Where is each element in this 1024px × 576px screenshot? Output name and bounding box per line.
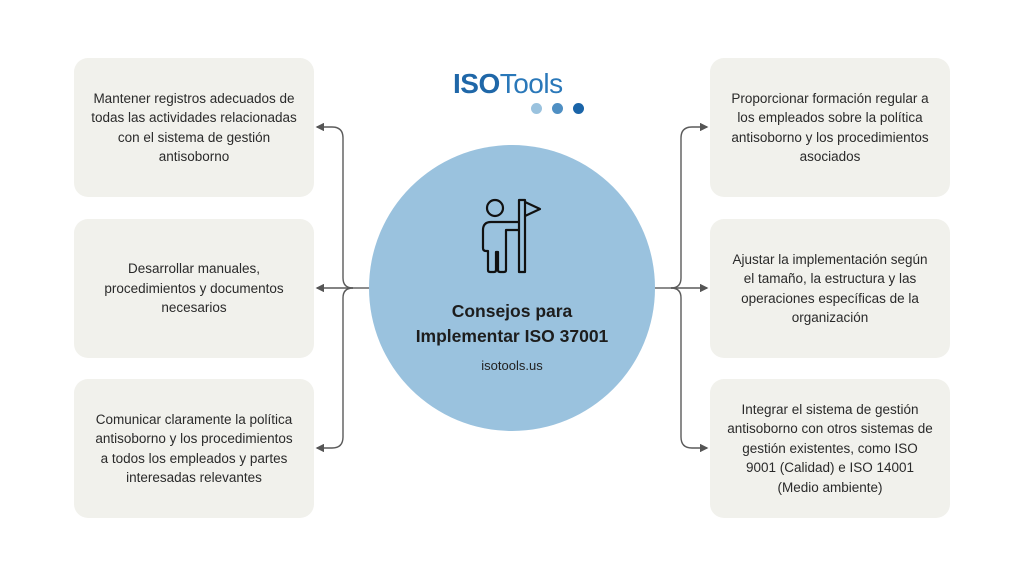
- logo-dot-mid: [552, 103, 563, 114]
- logo-text-bold: ISO: [453, 68, 500, 99]
- center-title-line1: Consejos para: [451, 301, 573, 321]
- tip-text: Mantener registros adecuados de todas la…: [91, 90, 297, 165]
- website-text: isotools.us: [481, 358, 543, 373]
- tip-text: Integrar el sistema de gestión antisobor…: [727, 401, 933, 495]
- tip-box-left-2: Desarrollar manuales, procedimientos y d…: [74, 219, 314, 358]
- center-circle: [369, 145, 655, 431]
- tip-text: Ajustar la implementación según el tamañ…: [732, 251, 928, 326]
- logo-text-light: Tools: [499, 68, 563, 99]
- tip-text: Desarrollar manuales, procedimientos y d…: [104, 261, 284, 316]
- tip-box-left-3: Comunicar claramente la política antisob…: [74, 379, 314, 518]
- tip-text: Proporcionar formación regular a los emp…: [731, 90, 929, 165]
- tip-box-left-1: Mantener registros adecuados de todas la…: [74, 58, 314, 197]
- center-title-line2: Implementar ISO 37001: [415, 326, 609, 346]
- tip-box-right-3: Integrar el sistema de gestión antisobor…: [710, 379, 950, 518]
- isotools-logo: ISOTools: [453, 68, 563, 100]
- tip-box-right-1: Proporcionar formación regular a los emp…: [710, 58, 950, 197]
- center-title: Consejos para Implementar ISO 37001: [369, 299, 655, 349]
- logo-dot-dark: [573, 103, 584, 114]
- logo-dot-light: [531, 103, 542, 114]
- person-with-flag-icon: [481, 198, 542, 274]
- tip-text: Comunicar claramente la política antisob…: [95, 411, 293, 486]
- tip-box-right-2: Ajustar la implementación según el tamañ…: [710, 219, 950, 358]
